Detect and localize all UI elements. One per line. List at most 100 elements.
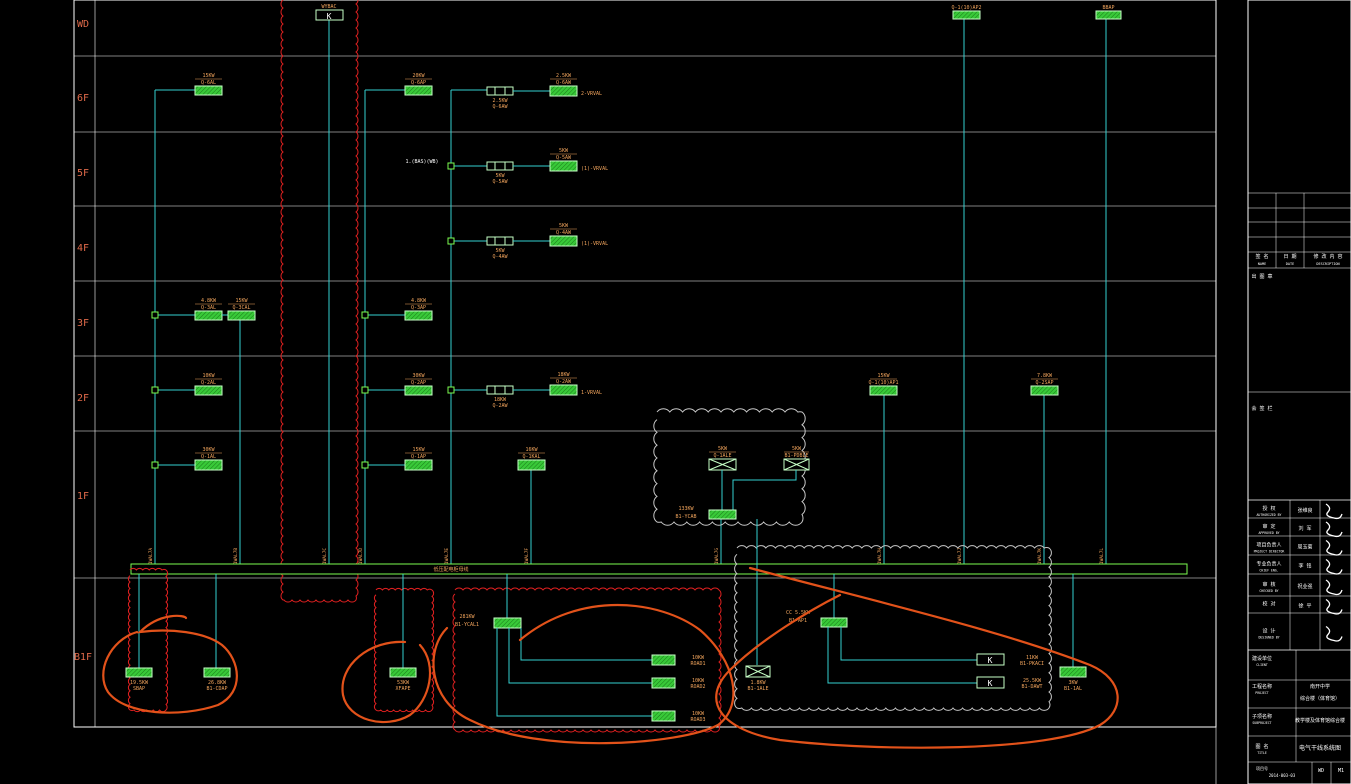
panel-b1ale-cross-b [745,665,771,678]
signature-3 [1325,558,1343,575]
node-q2al [151,386,159,394]
panel-q6al [194,85,223,96]
panel-q5aw-load: (1)-VRVAL [581,166,608,172]
panel-q6aw [549,85,578,97]
panel-q1ap [404,459,433,471]
node-q1al [151,461,159,469]
panel-q2sap [1030,385,1059,396]
panel-q6ap-tag: Q-6AP [411,80,426,86]
panel-q3ap-tag: Q-3AP [411,305,426,311]
annotation-b1-ycal1 [432,604,735,745]
panel-bbap [1095,10,1122,20]
sign-sub-1: APPROVED BY [1258,531,1279,535]
panel-q2sap-rating: 7.8KW [1037,373,1053,379]
breaker-q2aw-tag: Q-2AW [492,403,508,409]
stamp-label: 出 图 章 [1251,273,1272,280]
breaker-q4aw-tag: Q-4AW [492,254,508,260]
sign-label-2: 项目负责人 [1256,542,1281,549]
panel-q2aw [549,384,578,396]
sign-name-2: 周玉菊 [1297,544,1312,551]
panel-xfape-tag: XFAPE [395,686,410,692]
panel-q1al [194,459,223,471]
sign-name-0: 张维良 [1297,507,1312,514]
client-label: 建设单位 [1252,655,1272,662]
sign-label-5: 校 对 [1262,601,1275,608]
feed-road3 [496,628,652,717]
panel-q6aw-tag: Q-6AW [556,80,572,86]
panel-q5aw-rating: 5KW [559,148,569,154]
panel-q2aw-tag: Q-2AW [556,379,572,385]
signature-4 [1325,579,1343,596]
cloud-b1-right [734,545,1052,711]
cloud-1f [653,408,806,526]
panel-b1dawt [976,676,1005,689]
panel-road3 [651,710,676,722]
floor-label-B1F: B1F [74,652,92,663]
floor-label-6F: 6F [77,93,89,104]
feed-b1pdble [732,470,797,510]
riser-8-cable-tag: 1WAL7H [877,548,883,565]
panel-b1ycal1-tag: B1-YCAL1 [455,622,479,628]
panel-q6ap-rating: 20KW [412,73,425,79]
panel-q3cal-tag: Q-3CAL [232,305,250,311]
note-q5aw: 1.(BAS)(WB) [405,159,438,165]
riser-9-cable-tag: 1WAL7J [957,548,963,565]
floor-label-2F: 2F [77,393,89,404]
sign-sub-0: AUTHORIZED BY [1257,513,1282,517]
panel-q2aw-load: 1-VRVAL [581,390,602,396]
panel-road1-rating: 10KW [692,655,705,661]
panel-q1ale-rating: 5KW [718,446,728,452]
panel-q3al-rating: 4.8KW [201,298,217,304]
signature-5 [1325,598,1343,615]
project-label: 工程名称 [1252,683,1272,690]
node-q4aw [447,237,455,245]
panel-q1e10ap1-tag: Q-1(10)AP1 [868,380,898,386]
breaker-q6aw-rating: 2.5KW [492,98,508,104]
rev-header-sub-1: DATE [1286,262,1294,266]
panel-b1ycal1-rating: 281KW [459,614,475,620]
rev-header-2: 修 改 内 容 [1313,253,1342,260]
panel-b1ale-rating: 1.8KW [750,680,766,686]
riser-10-cable-tag: 1WAL7K [1037,548,1043,565]
riser-revision-cloud [280,0,359,603]
cloud-b1-sbap [127,567,169,713]
panel-q2ap [404,385,433,396]
panel-q4aw-load: (1)-VRVAL [581,241,608,247]
drawing-discipline: WD [1318,768,1324,774]
panel-wybac-tag: WYBAC [321,4,336,10]
feed-b1pkaci [840,627,977,661]
panel-b11al-tag: B1-1AL [1064,686,1082,692]
breaker-q4aw-rating: 5KW [495,248,505,254]
floor-label-4F: 4F [77,243,89,254]
panel-q3cal-rating: 15KW [235,298,248,304]
project-value-2: 综合楼（体育馆） [1300,695,1340,702]
panel-b1cdap-tag: B1-CDAP [206,686,227,692]
panel-b1cdap-rating: 26.8KW [208,680,227,686]
panel-b1ycab-rating: 133KW [678,506,694,512]
panel-q1ap-tag: Q-1AP [411,454,426,460]
drawing-sheet: M1 [1338,768,1344,774]
riser-1-cable-tag: 1WAL7A [148,548,154,565]
panel-q5aw [549,160,578,172]
signature-1 [1325,521,1343,538]
panel-q3al [194,310,223,321]
panel-sbap-rating: 19.5KW [130,680,149,686]
panel-q1al-tag: Q-1AL [201,454,216,460]
panel-b1ycal1 [493,617,522,629]
cloud-b1-ycal1 [452,587,722,733]
breaker-q6aw [486,86,514,96]
drawing-no-label: 项目号 [1256,765,1268,771]
rev-header-0: 签 名 [1255,253,1268,260]
panel-b1ap1-rating: CC 5.5KW [786,610,811,616]
panel-bbap-tag: BBAP [1102,5,1114,11]
panel-road1-tag: ROAD1 [690,661,705,667]
panel-b1cdap [203,667,231,678]
node-q5aw [447,162,455,170]
panel-q6ap [404,85,433,96]
drawing-frame [73,0,1217,728]
panel-b1pdble-tag: B1-PDBLE [784,453,808,459]
sign-name-3: 李 铭 [1298,563,1311,570]
panel-q1e10ap1-rating: 15KW [877,373,890,379]
riser-6-cable-tag: 1WAL7F [524,548,530,565]
project-value: 南开中学 [1310,683,1330,690]
